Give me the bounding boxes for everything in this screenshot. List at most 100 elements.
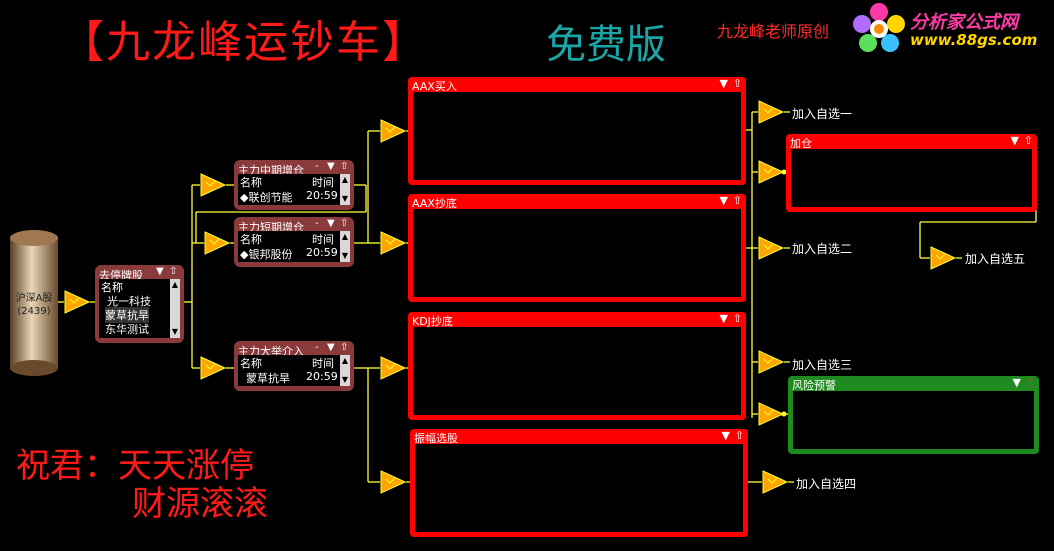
edition-label: 免费版 bbox=[546, 22, 666, 68]
scroll-down-icon[interactable]: ▼ bbox=[341, 251, 349, 260]
add-to-watchlist-5[interactable]: 加入自选五 bbox=[965, 252, 1026, 266]
amplitude-results bbox=[415, 444, 743, 532]
add-to-watchlist-4[interactable]: 加入自选四 bbox=[796, 477, 857, 491]
filter-gate-icon[interactable] bbox=[380, 231, 406, 255]
aax-buy-results bbox=[413, 92, 741, 180]
panel-up-icon[interactable]: ⇧ bbox=[340, 161, 349, 172]
risk-alert-results bbox=[793, 391, 1034, 449]
scroll-down-icon[interactable]: ▼ bbox=[171, 327, 179, 336]
filter-gate-icon[interactable] bbox=[758, 402, 784, 426]
panel-up-icon[interactable]: ⇧ bbox=[732, 312, 742, 325]
scroll-down-icon[interactable]: ▼ bbox=[341, 194, 349, 203]
scrollbar[interactable]: ▲ ▼ bbox=[340, 174, 350, 205]
risk-alert-title: 风险预警 bbox=[792, 379, 836, 392]
panel-up-icon[interactable]: ⇧ bbox=[732, 194, 742, 207]
filter-gate-icon[interactable] bbox=[930, 246, 956, 270]
panel-menu-icon[interactable]: ▼ bbox=[719, 194, 728, 207]
filter-gate-icon[interactable] bbox=[758, 236, 784, 260]
filter-gate-icon[interactable] bbox=[64, 290, 90, 314]
kdj-bottom-title: KDJ抄底 bbox=[412, 315, 453, 328]
column-header-name: 名称 bbox=[240, 233, 262, 246]
greeting-line-1: 祝君：天天涨停 bbox=[16, 446, 254, 486]
panel-menu-icon[interactable]: ▼ bbox=[327, 218, 335, 229]
major-entry-title: 主力大举介入 bbox=[238, 345, 304, 358]
add-position-panel[interactable]: 加仓 ▼ ⇧ bbox=[786, 134, 1037, 212]
list-item[interactable]: 东华测试 bbox=[105, 323, 149, 336]
panel-menu-icon[interactable]: ▼ bbox=[719, 312, 728, 325]
minimize-icon[interactable]: - bbox=[315, 342, 319, 353]
panel-up-icon[interactable]: ⇧ bbox=[734, 429, 744, 442]
column-header-name: 名称 bbox=[101, 281, 123, 294]
filter-gate-icon[interactable] bbox=[758, 350, 784, 374]
panel-menu-icon[interactable]: ▼ bbox=[1010, 134, 1019, 147]
scroll-up-icon[interactable]: ▲ bbox=[171, 280, 179, 289]
major-entry-node[interactable]: 主力大举介入 - ▼ ⇧ 名称 时间 蒙草抗旱 20:59 ▲ ▼ bbox=[234, 341, 354, 391]
filter-gate-icon[interactable] bbox=[380, 356, 406, 380]
filter-gate-icon[interactable] bbox=[200, 173, 226, 197]
column-header-time: 时间 bbox=[312, 176, 334, 189]
logo-site-name: 分析家公式网 bbox=[910, 12, 1018, 33]
panel-menu-icon[interactable]: ▼ bbox=[721, 429, 730, 442]
amplitude-title: 振幅选股 bbox=[414, 432, 458, 445]
filter-gate-icon[interactable] bbox=[200, 356, 226, 380]
add-position-title: 加仓 bbox=[790, 137, 812, 150]
scroll-up-icon[interactable]: ▲ bbox=[341, 175, 349, 184]
minimize-icon[interactable]: - bbox=[315, 218, 319, 229]
flower-icon bbox=[853, 3, 905, 52]
app-title: 【九龙峰运钞车】 bbox=[60, 17, 428, 68]
minimize-icon[interactable]: - bbox=[315, 161, 319, 172]
list-item[interactable]: 蒙草抗旱 bbox=[246, 372, 290, 385]
aax-bottom-results bbox=[413, 209, 741, 297]
list-item-time: 20:59 bbox=[306, 189, 338, 202]
panel-menu-icon[interactable]: ▼ bbox=[1012, 376, 1021, 389]
filter-gate-icon[interactable] bbox=[204, 231, 230, 255]
scrollbar[interactable]: ▲ ▼ bbox=[340, 355, 350, 386]
filter-gate-icon[interactable] bbox=[758, 160, 784, 184]
amplitude-panel[interactable]: 振幅选股 ▼ ⇧ bbox=[410, 429, 748, 537]
panel-up-icon[interactable]: ⇧ bbox=[340, 342, 349, 353]
exclude-suspended-node[interactable]: 去停牌股 ▼ ⇧ 名称 光一科技 蒙草抗旱 东华测试 ▲ ▼ bbox=[95, 265, 184, 343]
panel-up-icon[interactable]: ⇧ bbox=[340, 218, 349, 229]
panel-menu-icon[interactable]: ▼ bbox=[719, 77, 728, 90]
scroll-down-icon[interactable]: ▼ bbox=[341, 375, 349, 384]
scroll-up-icon[interactable]: ▲ bbox=[341, 356, 349, 365]
source-market-node[interactable]: 沪深A股 (2439) bbox=[10, 230, 58, 376]
aax-bottom-panel[interactable]: AAX抄底 ▼ ⇧ bbox=[408, 194, 746, 302]
author-label: 九龙峰老师原创 bbox=[717, 22, 830, 41]
list-item-time: 20:59 bbox=[306, 246, 338, 259]
list-item[interactable]: ◆银邦股份 bbox=[240, 248, 293, 261]
list-item[interactable]: ◆联创节能 bbox=[240, 191, 293, 204]
panel-up-icon[interactable]: ⇧ bbox=[1025, 376, 1035, 389]
add-to-watchlist-2[interactable]: 加入自选二 bbox=[792, 242, 853, 256]
panel-up-icon[interactable]: ⇧ bbox=[732, 77, 742, 90]
scrollbar[interactable]: ▲ ▼ bbox=[170, 279, 180, 338]
exclude-suspended-list: 名称 光一科技 蒙草抗旱 东华测试 ▲ ▼ bbox=[99, 279, 180, 338]
column-header-name: 名称 bbox=[240, 357, 262, 370]
column-header-time: 时间 bbox=[312, 357, 334, 370]
filter-gate-icon[interactable] bbox=[762, 470, 788, 494]
short-term-accumulation-node[interactable]: 主力短期增仓 - ▼ ⇧ 名称 时间 ◆银邦股份 20:59 ▲ ▼ bbox=[234, 217, 354, 267]
filter-gate-icon[interactable] bbox=[758, 100, 784, 124]
panel-menu-icon[interactable]: ▼ bbox=[327, 342, 335, 353]
aax-buy-panel[interactable]: AAX买入 ▼ ⇧ bbox=[408, 77, 746, 185]
scrollbar[interactable]: ▲ ▼ bbox=[340, 231, 350, 262]
list-item[interactable]: 光一科技 bbox=[107, 295, 151, 308]
filter-gate-icon[interactable] bbox=[380, 119, 406, 143]
column-header-time: 时间 bbox=[312, 233, 334, 246]
list-item[interactable]: 蒙草抗旱 bbox=[105, 307, 149, 323]
add-to-watchlist-3[interactable]: 加入自选三 bbox=[792, 358, 853, 372]
panel-up-icon[interactable]: ⇧ bbox=[1023, 134, 1033, 147]
scroll-up-icon[interactable]: ▲ bbox=[341, 232, 349, 241]
mid-term-accumulation-node[interactable]: 主力中期增仓 - ▼ ⇧ 名称 时间 ◆联创节能 20:59 ▲ ▼ bbox=[234, 160, 354, 210]
filter-gate-icon[interactable] bbox=[380, 470, 406, 494]
aax-bottom-title: AAX抄底 bbox=[412, 197, 457, 210]
add-to-watchlist-1[interactable]: 加入自选一 bbox=[792, 107, 853, 121]
aax-buy-title: AAX买入 bbox=[412, 80, 457, 93]
panel-menu-icon[interactable]: ▼ bbox=[327, 161, 335, 172]
panel-menu-icon[interactable]: ▼ bbox=[156, 266, 164, 277]
greeting-line-2: 财源滚滚 bbox=[132, 484, 268, 524]
panel-up-icon[interactable]: ⇧ bbox=[169, 266, 178, 277]
risk-alert-panel[interactable]: 风险预警 ▼ ⇧ bbox=[788, 376, 1039, 454]
kdj-bottom-panel[interactable]: KDJ抄底 ▼ ⇧ bbox=[408, 312, 746, 420]
logo-site-url: www.88gs.com bbox=[910, 31, 1038, 49]
